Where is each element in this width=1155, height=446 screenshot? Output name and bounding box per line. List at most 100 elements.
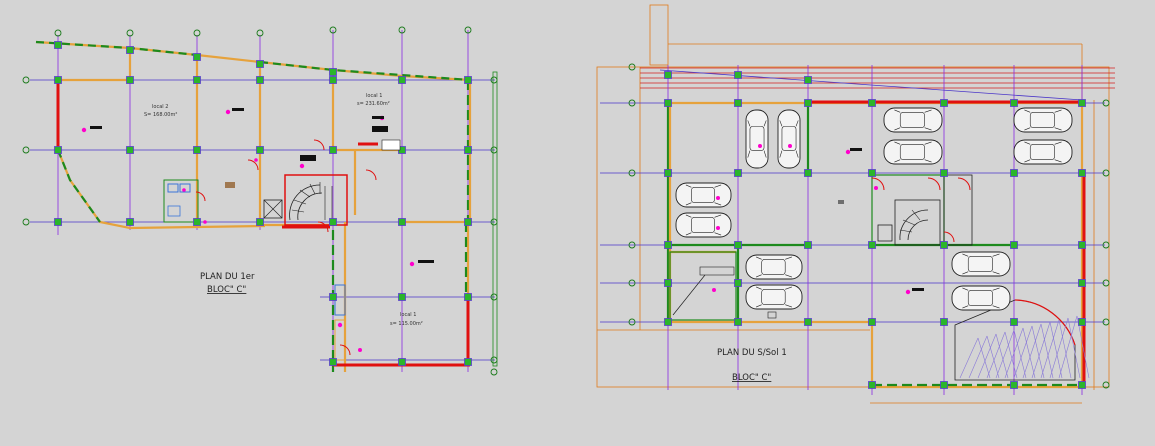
column xyxy=(940,169,948,177)
grid-markers-left xyxy=(22,26,498,376)
grid-marker xyxy=(1102,99,1110,107)
column xyxy=(398,358,406,366)
column xyxy=(1010,318,1018,326)
column xyxy=(398,293,406,301)
room-name: local 2 xyxy=(152,104,168,110)
stair-left xyxy=(284,174,348,226)
markers-left xyxy=(81,71,498,367)
column xyxy=(804,318,812,326)
column xyxy=(664,279,672,287)
column xyxy=(464,76,472,84)
column xyxy=(193,146,201,154)
column xyxy=(193,53,201,61)
car xyxy=(951,285,1011,311)
plan-subtitle: BLOC" C" xyxy=(732,373,771,383)
column xyxy=(1078,279,1086,287)
column xyxy=(126,218,134,226)
column xyxy=(54,76,62,84)
grid-marker xyxy=(1102,318,1110,326)
plan-basement: PLAN DU S/Sol 1 BLOC" C" xyxy=(596,4,1115,404)
column xyxy=(126,76,134,84)
core-right xyxy=(871,174,973,246)
column xyxy=(193,76,201,84)
column xyxy=(54,218,62,226)
car xyxy=(777,109,801,169)
column xyxy=(329,146,337,154)
column xyxy=(1078,381,1086,389)
room-name: local 1 xyxy=(366,93,382,99)
grid-marker xyxy=(1102,241,1110,249)
car xyxy=(951,251,1011,277)
column xyxy=(940,381,948,389)
plan-subtitle: BLOC" C" xyxy=(207,285,246,295)
column xyxy=(398,76,406,84)
grid-marker xyxy=(1102,279,1110,287)
column xyxy=(256,218,264,226)
column xyxy=(940,241,948,249)
car xyxy=(1013,107,1073,133)
column xyxy=(256,146,264,154)
column xyxy=(734,279,742,287)
car xyxy=(883,139,943,165)
toilets-left xyxy=(163,179,346,361)
room-area: S= 168.00m² xyxy=(144,112,177,118)
column xyxy=(1010,241,1018,249)
column xyxy=(329,293,337,301)
column xyxy=(464,146,472,154)
grid-marker xyxy=(628,241,636,249)
column xyxy=(868,241,876,249)
column xyxy=(868,318,876,326)
column xyxy=(734,169,742,177)
column xyxy=(256,60,264,68)
car xyxy=(675,182,732,208)
column xyxy=(804,169,812,177)
room-labels-left: local 2 S= 168.00m² local 1 s= 231.60m² … xyxy=(144,93,423,327)
ramp-right xyxy=(954,299,1090,381)
car xyxy=(883,107,943,133)
room-area: s= 231.60m² xyxy=(357,101,390,107)
column xyxy=(329,76,337,84)
column xyxy=(329,68,337,76)
column xyxy=(940,318,948,326)
car xyxy=(745,254,803,280)
grid-marker xyxy=(1102,381,1110,389)
column xyxy=(256,76,264,84)
column xyxy=(1078,99,1086,107)
plan-title: PLAN DU S/Sol 1 xyxy=(717,348,787,358)
columns-left xyxy=(54,41,472,366)
column xyxy=(804,241,812,249)
column xyxy=(868,99,876,107)
plan-first-floor: local 2 S= 168.00m² local 1 s= 231.60m² … xyxy=(22,26,498,376)
grid-marker xyxy=(628,279,636,287)
columns-right xyxy=(628,63,1110,389)
column xyxy=(734,71,742,79)
column xyxy=(804,76,812,84)
column xyxy=(734,318,742,326)
column xyxy=(329,358,337,366)
car xyxy=(745,109,769,169)
grid-marker xyxy=(628,99,636,107)
column xyxy=(398,218,406,226)
column xyxy=(664,99,672,107)
column xyxy=(1078,241,1086,249)
column xyxy=(940,99,948,107)
column xyxy=(868,381,876,389)
doors-left xyxy=(195,139,377,356)
room-name: local 1 xyxy=(400,312,416,318)
column xyxy=(1010,99,1018,107)
column xyxy=(1078,318,1086,326)
column xyxy=(54,41,62,49)
car xyxy=(1013,139,1073,165)
column xyxy=(664,318,672,326)
column xyxy=(868,169,876,177)
column xyxy=(1010,381,1018,389)
column xyxy=(664,71,672,79)
room-area: s= 115.00m² xyxy=(390,321,423,327)
column xyxy=(464,358,472,366)
grid-marker xyxy=(628,318,636,326)
column xyxy=(464,293,472,301)
plan-title: PLAN DU 1er xyxy=(200,272,255,282)
column xyxy=(1010,169,1018,177)
parking-cars xyxy=(675,107,1073,311)
column xyxy=(1078,169,1086,177)
